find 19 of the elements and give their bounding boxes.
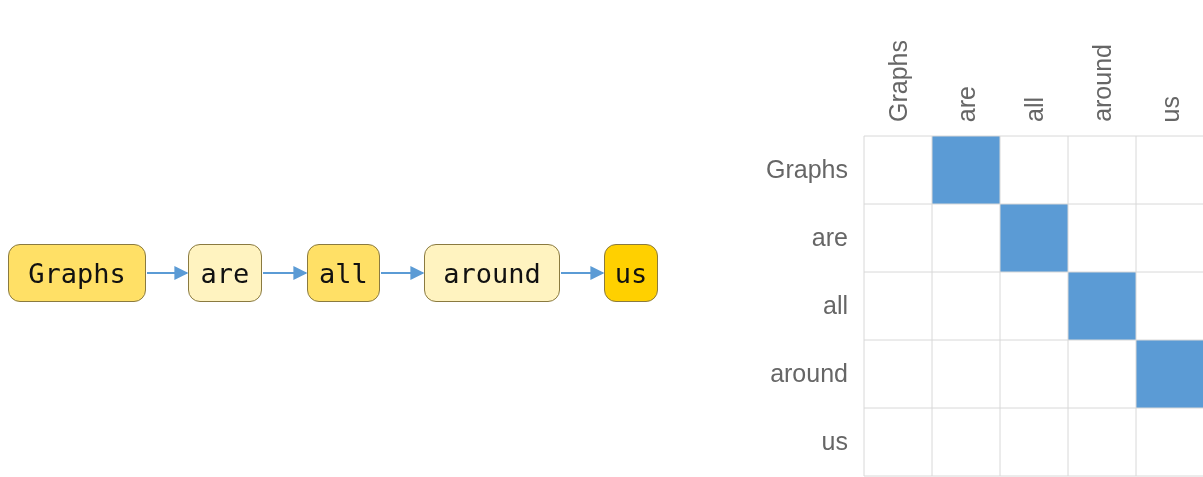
- arrow: [380, 266, 425, 280]
- row-header: all: [823, 291, 848, 320]
- word-node: us: [604, 244, 658, 302]
- word-node: Graphs: [8, 244, 146, 302]
- arrow: [560, 266, 605, 280]
- word-node: are: [188, 244, 262, 302]
- column-header: Graphs: [884, 40, 913, 122]
- column-header: are: [952, 85, 981, 122]
- word-node: around: [424, 244, 560, 302]
- word-node: all: [307, 244, 380, 302]
- arrow: [146, 266, 189, 280]
- column-header: around: [1088, 44, 1117, 122]
- column-header: us: [1156, 95, 1185, 122]
- row-header: around: [770, 359, 848, 388]
- row-header: Graphs: [766, 155, 848, 184]
- arrow: [262, 266, 308, 280]
- row-header: us: [821, 427, 848, 456]
- row-header: are: [811, 223, 848, 252]
- column-header: all: [1020, 97, 1049, 122]
